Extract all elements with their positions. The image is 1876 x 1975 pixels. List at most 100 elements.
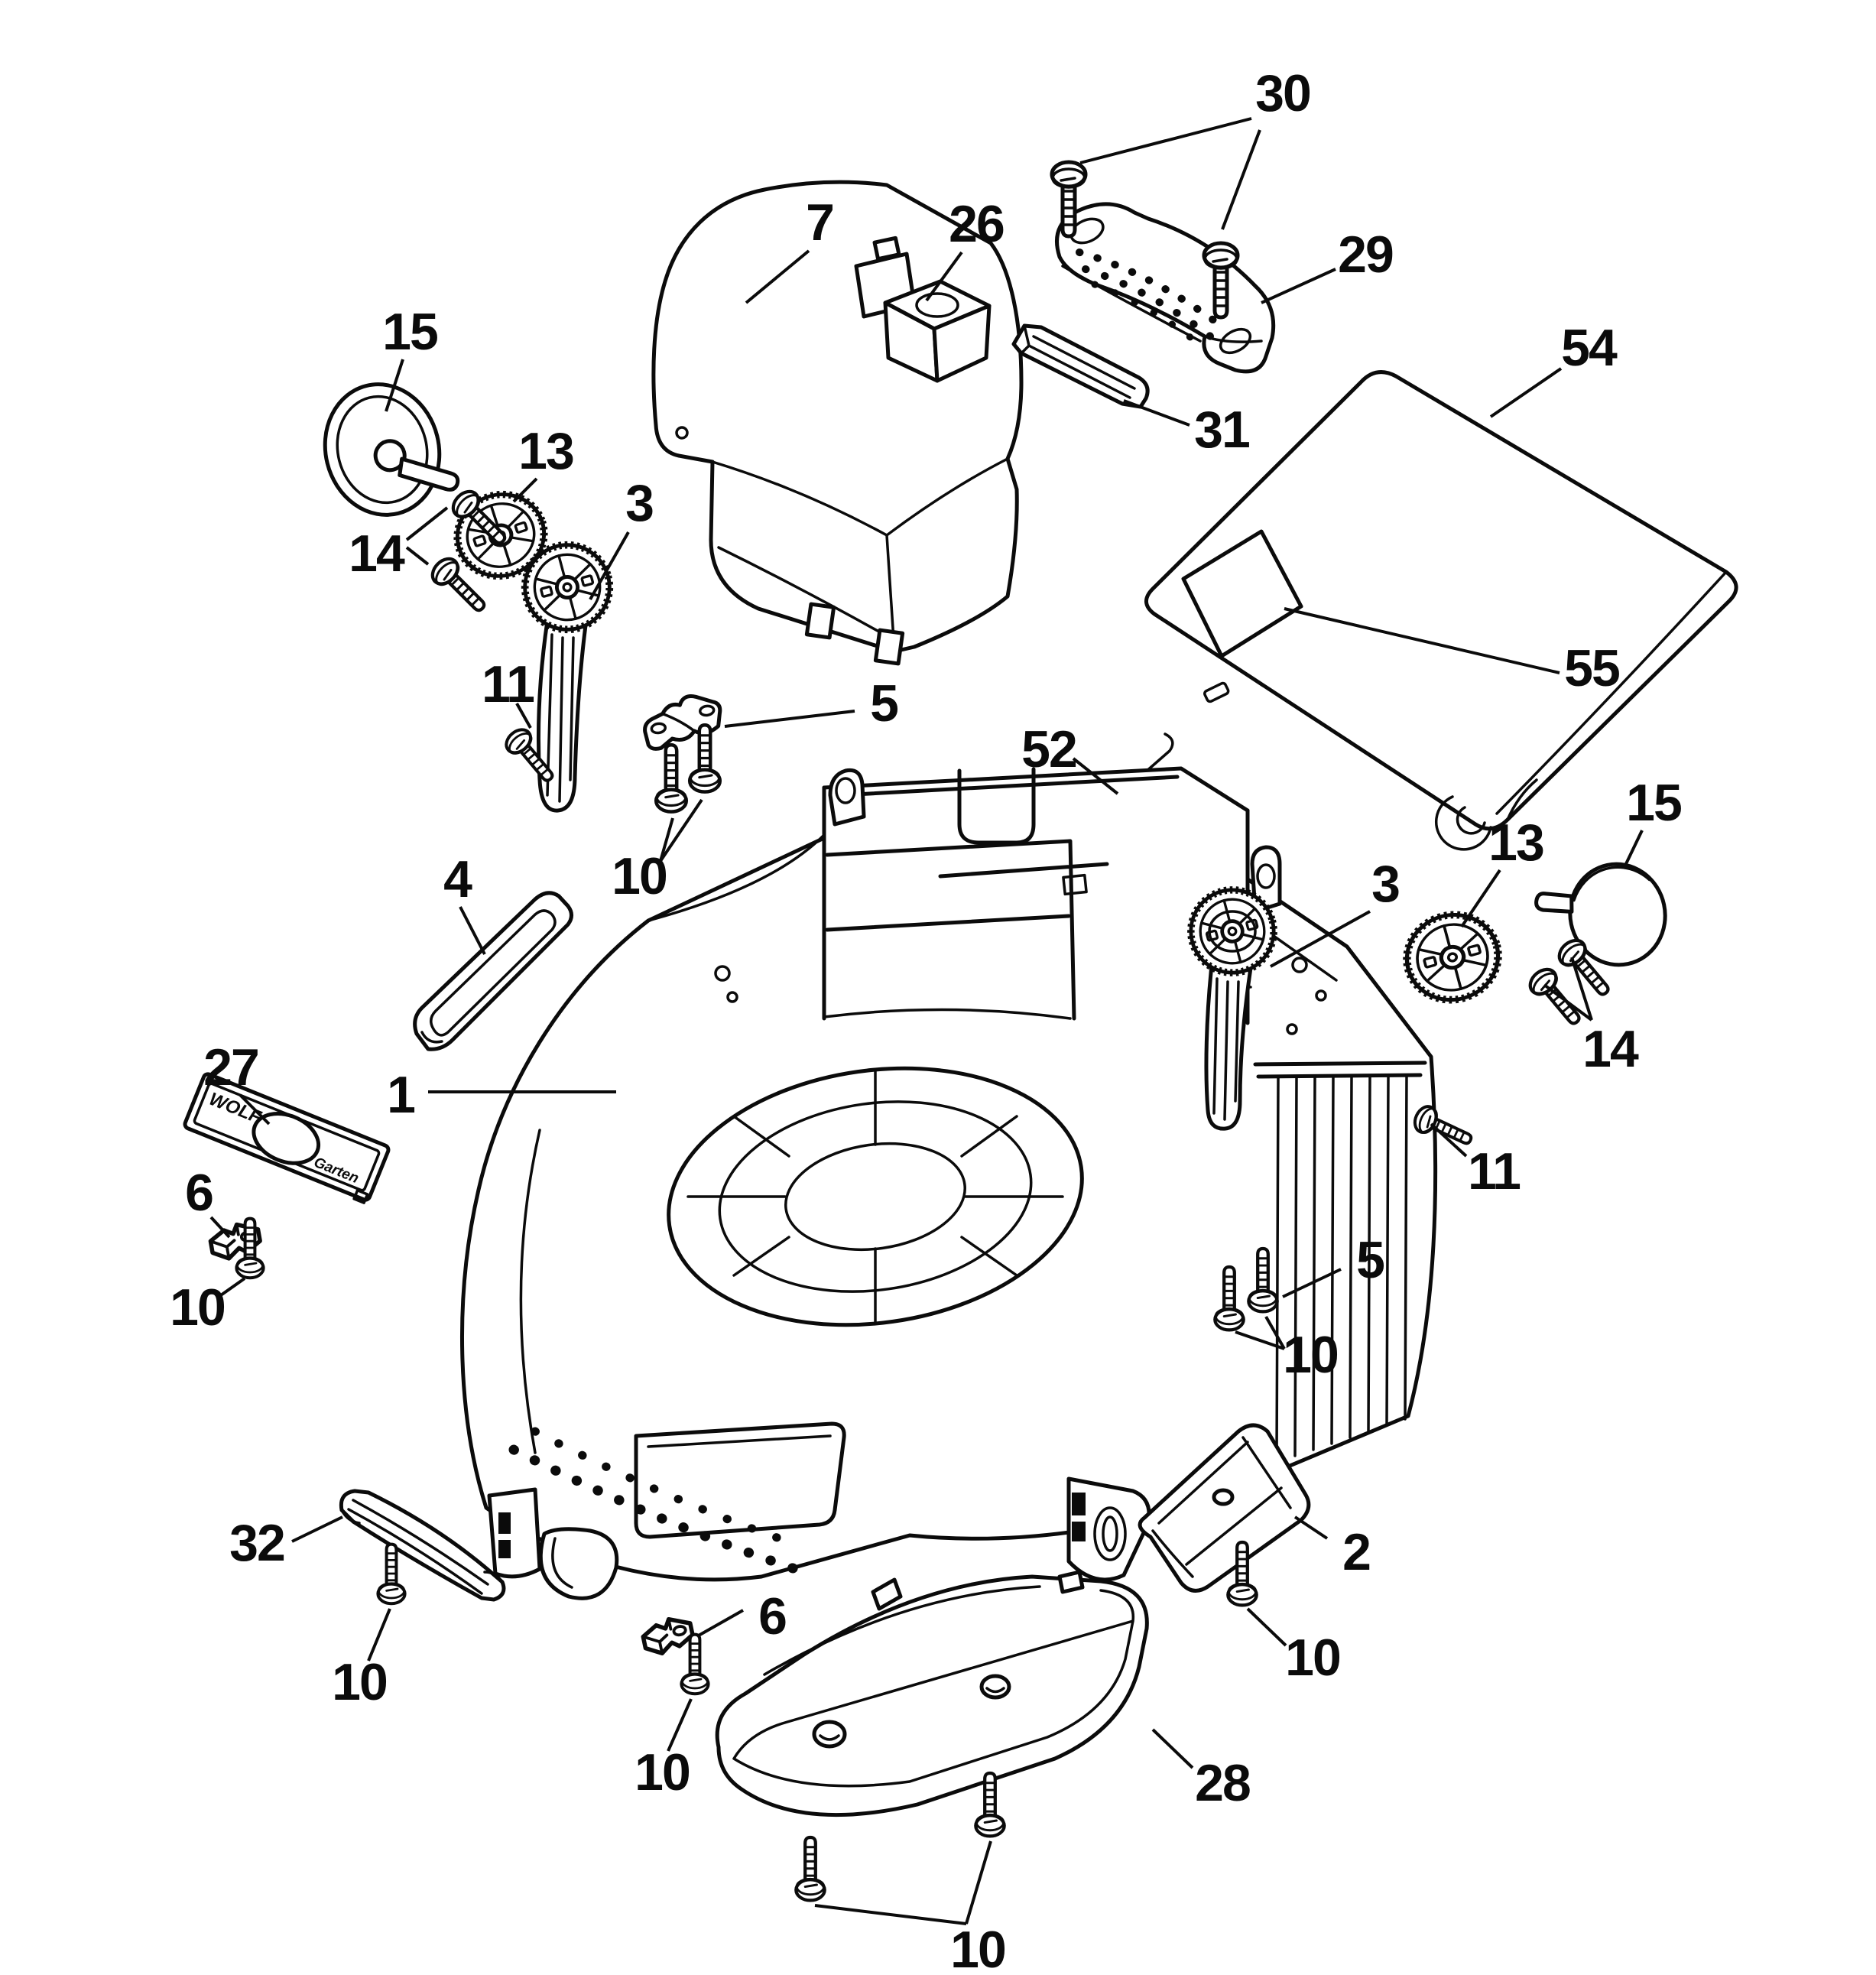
leader-line (1072, 757, 1119, 795)
callout-10-12: 10 (612, 798, 703, 905)
bumper-strip-part-32 (339, 1489, 506, 1602)
leader-line (1622, 830, 1644, 869)
height-adjuster-arm-part-3-left (515, 535, 618, 813)
wheel-cap-disc-part-15-right (1534, 862, 1667, 967)
parts-layer: WOLF Garten (183, 180, 1738, 1817)
leader-line (659, 817, 674, 862)
callout-31-5: 31 (1123, 399, 1251, 459)
rear-flap-cover-part-54 (1144, 370, 1738, 851)
screw-icon (656, 745, 686, 811)
callout-6-23: 6 (185, 1164, 231, 1239)
leader-line (1543, 983, 1593, 1022)
part-number-label: 10 (612, 847, 667, 905)
part-number-label: 28 (1195, 1754, 1250, 1812)
part-number-label: 10 (1285, 1629, 1340, 1687)
callout-14-19: 14 (1543, 957, 1641, 1078)
part-number-label: 14 (349, 525, 405, 583)
wheel-cap-disc-part-15-left (323, 382, 460, 517)
part-number-label: 15 (382, 303, 437, 361)
part-number-label: 6 (185, 1164, 213, 1222)
screw-icon (796, 1837, 824, 1900)
leader-line (1151, 1728, 1194, 1769)
part-number-label: 30 (1255, 64, 1310, 122)
callout-7-1: 7 (745, 193, 835, 304)
part-number-label: 10 (1283, 1326, 1338, 1384)
leader-line (1430, 1122, 1468, 1158)
callout-5-11: 5 (724, 674, 899, 733)
part-number-label: 14 (1582, 1020, 1639, 1078)
part-number-label: 11 (1468, 1142, 1520, 1200)
callout-15-6: 15 (382, 303, 439, 412)
callout-10-26: 10 (1235, 1316, 1339, 1384)
leader-line (405, 506, 449, 541)
leader-line (405, 546, 430, 566)
callout-11-10: 11 (482, 655, 535, 729)
leader-line (1270, 910, 1371, 968)
leader-line (1123, 399, 1190, 427)
leader-line (925, 251, 963, 302)
callout-2-31: 2 (1293, 1515, 1371, 1581)
part-number-label: 1 (387, 1066, 414, 1124)
callout-30-0: 30 (1079, 64, 1312, 230)
part-number-label: 31 (1194, 401, 1249, 459)
callout-10-30: 10 (635, 1698, 693, 1801)
leader-line (1079, 117, 1252, 164)
callout-10-24: 10 (170, 1277, 246, 1337)
leader-line (209, 1216, 231, 1239)
callout-10-32: 10 (1246, 1607, 1342, 1687)
brand-badge-part-27: WOLF Garten (183, 1072, 391, 1204)
part-number-label: 26 (949, 195, 1004, 253)
leader-line (1246, 1607, 1287, 1647)
part-number-label: 3 (625, 474, 653, 532)
leader-line (1235, 1330, 1285, 1350)
part-number-label: 2 (1342, 1523, 1370, 1581)
mower-deck-housing-part-1 (460, 766, 1438, 1600)
part-number-label: 54 (1561, 319, 1618, 377)
part-number-label: 15 (1626, 774, 1681, 832)
part-number-label: 6 (758, 1587, 786, 1645)
part-number-label: 27 (203, 1038, 258, 1096)
leader-line (659, 798, 703, 862)
part-number-label: 5 (1356, 1231, 1384, 1289)
leader-line (745, 249, 810, 304)
part-number-label: 13 (1488, 814, 1543, 872)
callout-27-21: 27 (203, 1038, 271, 1126)
leader-line (1261, 268, 1336, 304)
callout-54-4: 54 (1489, 319, 1619, 418)
callout-32-27: 32 (229, 1514, 343, 1572)
leader-line (1460, 869, 1501, 928)
part-number-label: 29 (1338, 226, 1393, 284)
leader-line (367, 1608, 391, 1662)
part-number-label: 5 (870, 674, 897, 733)
motor-cover-part-7 (651, 180, 1024, 666)
part-number-label: 10 (332, 1653, 387, 1711)
label-sticker-part-55 (1181, 529, 1303, 658)
part-number-label: 7 (806, 193, 833, 252)
adjuster-gear-part-13-right (1397, 905, 1508, 1010)
callout-4-13: 4 (443, 850, 486, 955)
callout-13-7: 13 (512, 422, 575, 503)
part-number-label: 4 (443, 850, 472, 908)
part-number-label: 10 (170, 1278, 225, 1337)
leader-line (1221, 129, 1261, 230)
callout-5-25: 5 (1282, 1231, 1385, 1298)
callout-10-28: 10 (332, 1608, 391, 1711)
callout-1-22: 1 (387, 1066, 616, 1124)
leader-line (385, 359, 404, 412)
leader-line (724, 710, 855, 728)
leader-line (1489, 367, 1563, 418)
capacitor-block-part-26 (883, 279, 992, 383)
callout-3-8: 3 (589, 474, 654, 600)
leader-line (1293, 1515, 1329, 1540)
callout-52-14: 52 (1021, 720, 1119, 795)
molding-strip-part-31 (1011, 323, 1150, 409)
leader-line (515, 703, 532, 729)
part-number-label: 13 (518, 422, 573, 480)
height-adjuster-arm-part-3-right (1182, 881, 1284, 1131)
callout-26-2: 26 (925, 195, 1005, 302)
guide-strip-part-4 (413, 891, 573, 1051)
callout-6-29: 6 (696, 1587, 787, 1645)
